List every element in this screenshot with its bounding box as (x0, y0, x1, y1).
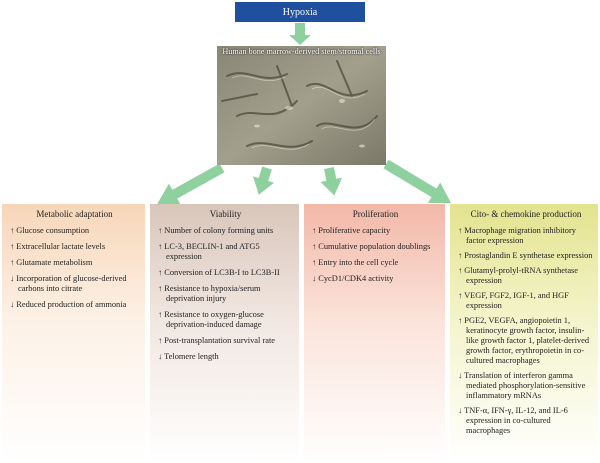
list-item: ↑ Glutamate metabolism (10, 258, 93, 267)
hypoxia-label: Hypoxia (282, 6, 318, 18)
item-list: ↑ Macrophage migration inhibitory factor… (458, 226, 594, 436)
list-item: ↑ Post-transplantation survival rate (158, 336, 275, 345)
list-item: ↓ Reduced production of ammonia (10, 300, 127, 309)
panel-metabolic-adaptation: Metabolic adaptation ↑ Glucose consumpti… (2, 204, 145, 463)
list-item: ↑ Macrophage migration inhibitory factor… (458, 226, 576, 245)
list-item: ↑ Extracellular lactate levels (10, 242, 106, 251)
list-item: ↑ Cumulative population doublings (312, 242, 431, 251)
list-item: ↑ Glutamyl-prolyl-tRNA synthetase expres… (458, 266, 579, 285)
arrow-to-proliferation (320, 167, 343, 196)
panel-title: Cito- & chemokine production (470, 209, 582, 219)
list-item: ↑ Resistance to hypoxia/serum deprivatio… (158, 284, 261, 303)
cells-label: Human bone marrow-derived stem/stromal c… (222, 47, 381, 56)
panel-title: Proliferation (352, 209, 399, 219)
panel-proliferation: Proliferation ↑ Proliferative capacity ↑… (304, 204, 445, 463)
list-item: ↓ Incorporation of glucose-derived carbo… (10, 274, 127, 293)
cells-micrograph: Human bone marrow-derived stem/stromal c… (217, 46, 386, 165)
list-item: ↓ Telomere length (158, 352, 219, 361)
arrow-to-metabolic (157, 163, 225, 205)
list-item: ↑ VEGF, FGF2, IGF-1, and HGF expression (458, 291, 569, 310)
list-item: ↑ Glucose consumption (10, 226, 90, 235)
item-list: ↑ Number of colony forming units ↑ LC-3,… (158, 226, 293, 362)
arrow-to-viability (252, 166, 275, 195)
panel-cytokine-production: Cito- & chemokine production ↑ Macrophag… (450, 204, 598, 463)
item-list: ↑ Proliferative capacity ↑ Cumulative po… (312, 226, 439, 284)
list-item: ↓ CycD1/CDK4 activity (312, 274, 394, 283)
item-list: ↑ Glucose consumption ↑ Extracellular la… (10, 226, 139, 310)
panel-title: Metabolic adaptation (36, 209, 113, 219)
arrow-hypoxia-to-cells (289, 23, 311, 45)
list-item: ↑ Prostaglandin E synthetase expression (458, 251, 593, 260)
panel-title: Viability (209, 209, 242, 219)
list-item: ↓ Translation of interferon gamma mediat… (458, 371, 586, 400)
hypoxia-box: Hypoxia (235, 2, 365, 22)
list-item: ↑ Resistance to oxygen-glucose deprivati… (158, 310, 264, 329)
list-item: ↑ PGE2, VEGFA, angiopoietin 1, keratinoc… (458, 316, 590, 365)
list-item: ↓ TNF-α, IFN-γ, IL-12, and IL-6 expressi… (458, 406, 568, 435)
arrow-to-cytokine (383, 159, 452, 204)
list-item: ↑ Entry into the cell cycle (312, 258, 399, 267)
panel-viability: Viability ↑ Number of colony forming uni… (150, 204, 299, 463)
list-item: ↑ Conversion of LC3B-I to LC3B-II (158, 268, 280, 277)
arrows-layer (157, 23, 452, 205)
list-item: ↑ Proliferative capacity (312, 226, 391, 235)
list-item: ↑ Number of colony forming units (158, 226, 274, 235)
list-item: ↑ LC-3, BECLIN-1 and ATG5 expression (158, 242, 260, 261)
micrograph-image (217, 46, 386, 165)
